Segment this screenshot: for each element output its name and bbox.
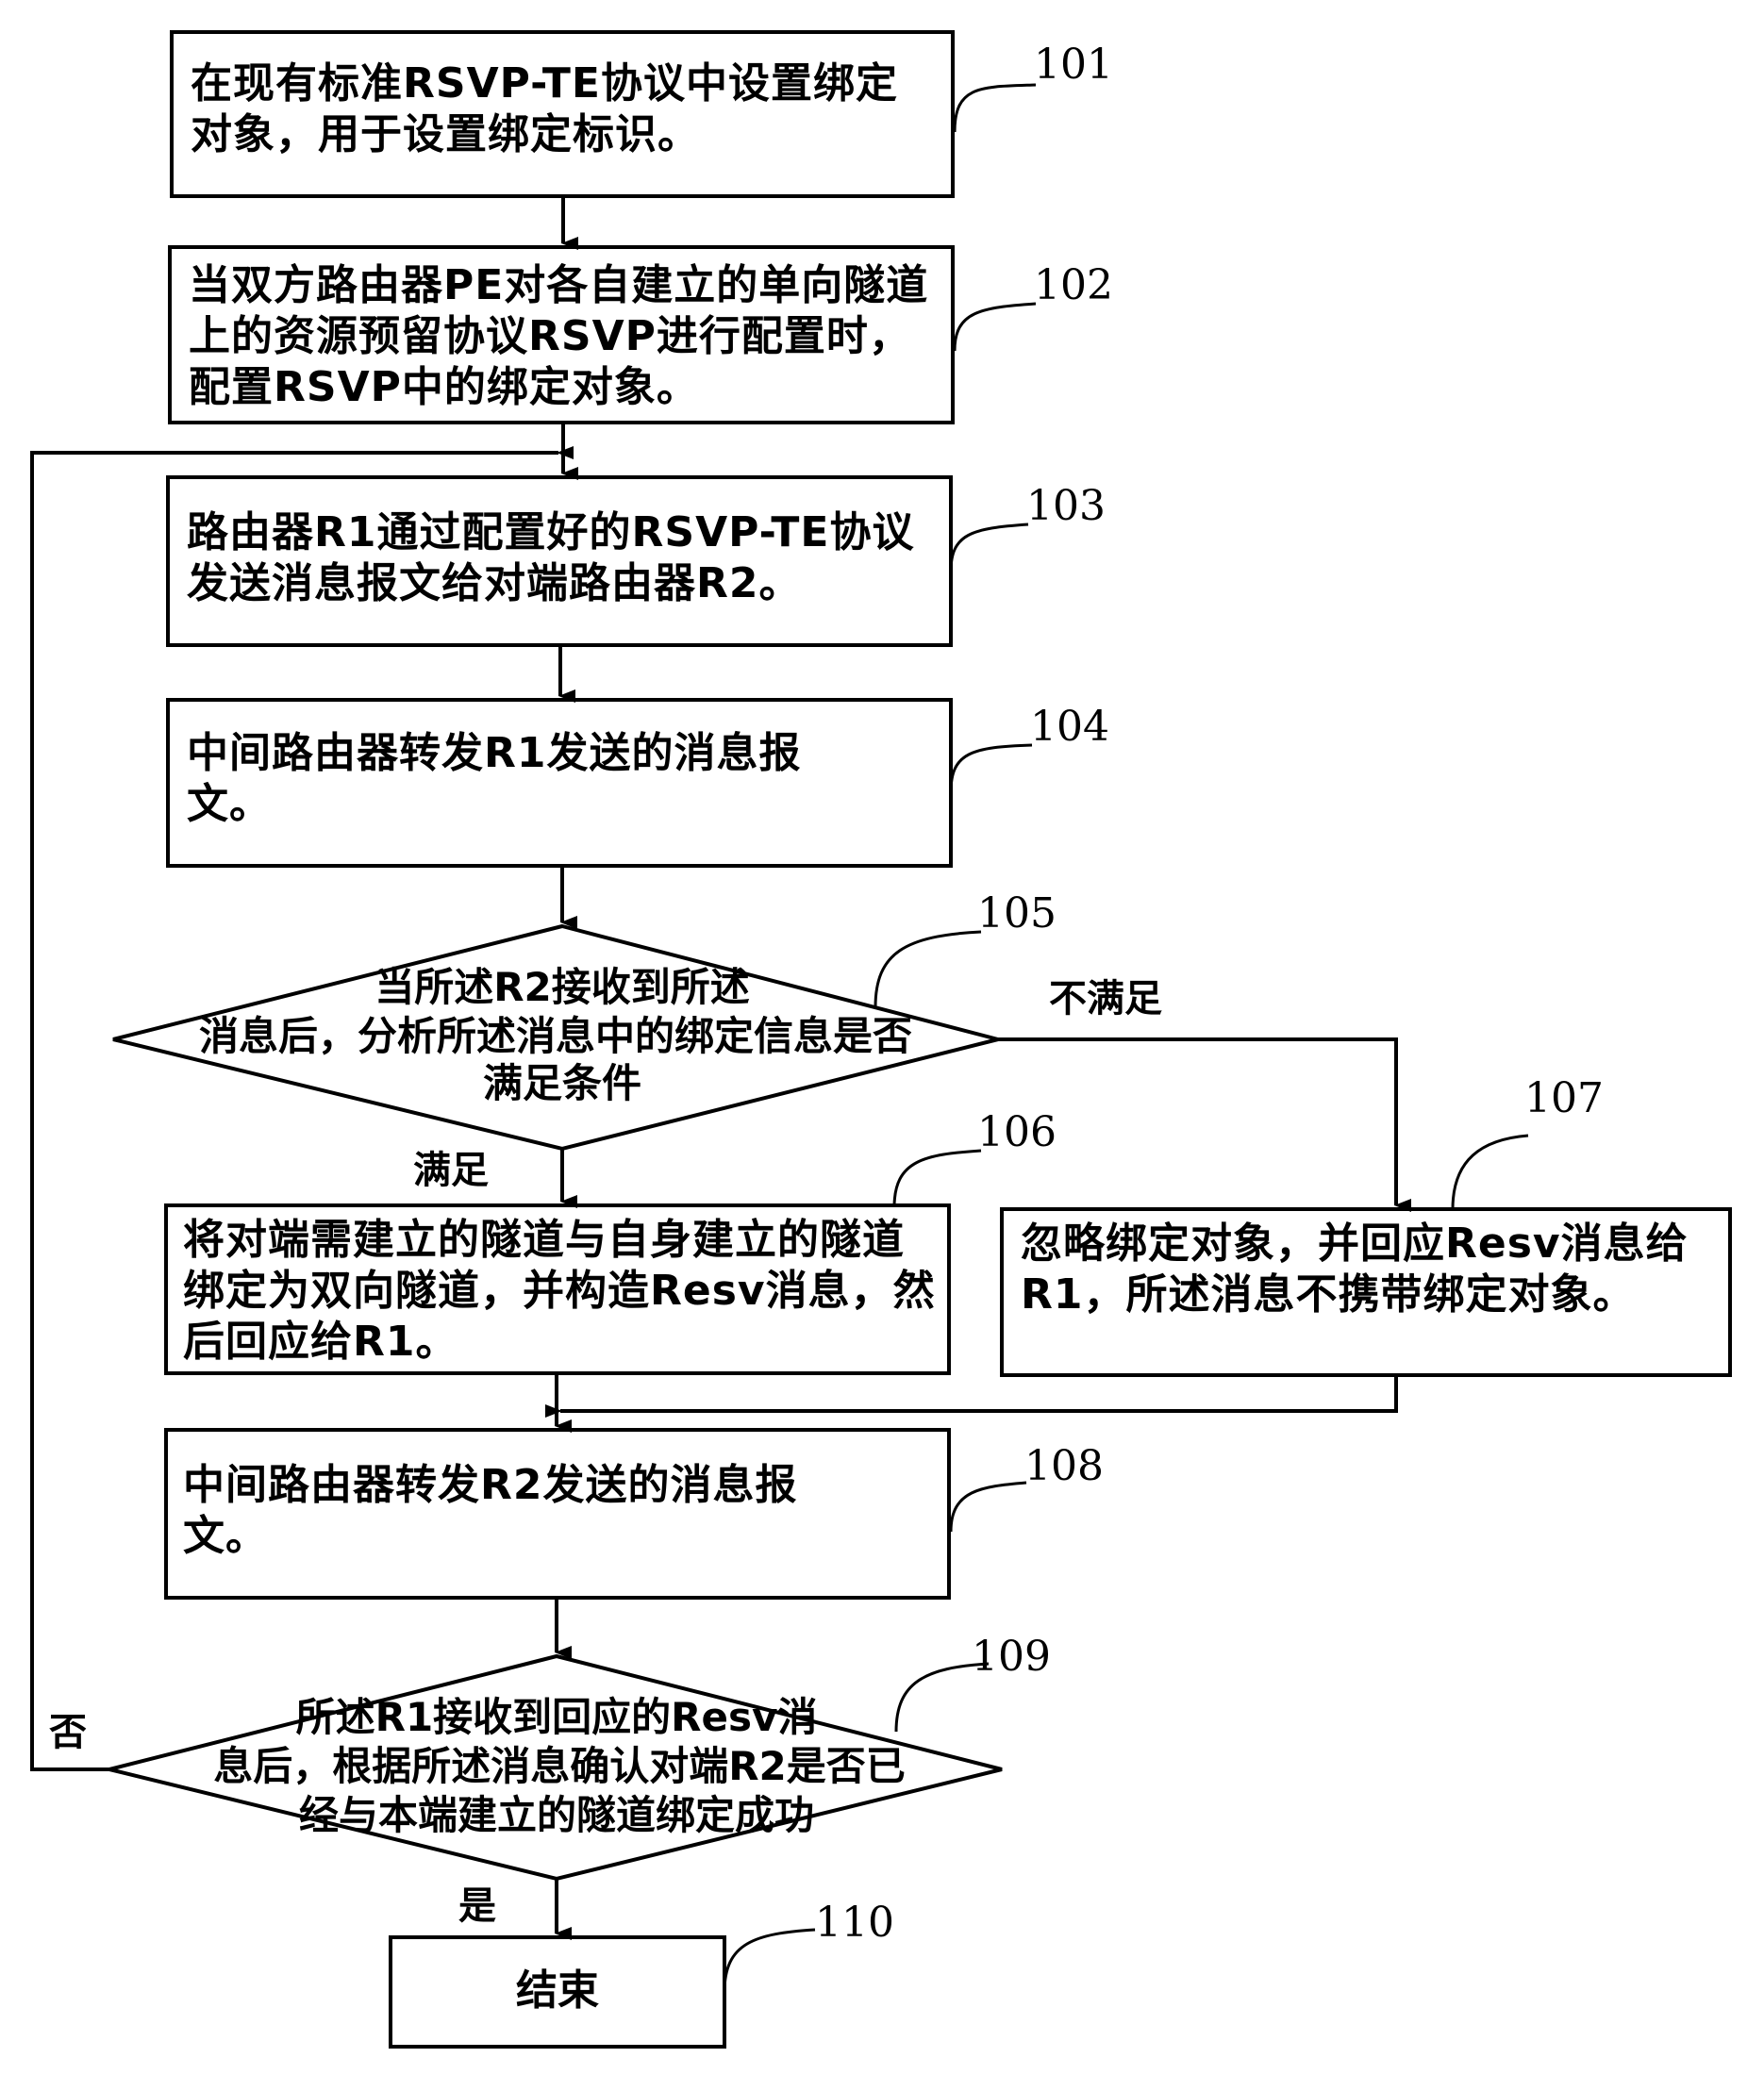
ref-104: 104 <box>1030 703 1109 751</box>
ref-103: 103 <box>1026 482 1106 530</box>
step-110-text: 结束 <box>516 1967 599 2015</box>
ref-108: 108 <box>1024 1442 1104 1490</box>
decision-105-line-1: 当所述R2接收到所述 <box>374 964 750 1010</box>
step-103-text: 路由器R1通过配置好的RSVP-TE协议发送消息报文给对端路由器R2。 <box>187 508 915 607</box>
step-104-text: 中间路由器转发R1发送的消息报文。 <box>187 729 802 828</box>
ref-102: 102 <box>1034 261 1113 309</box>
ref-109: 109 <box>972 1633 1051 1681</box>
decision-109-line-3: 经与本端建立的隧道绑定成功 <box>298 1792 814 1838</box>
decision-105-line-2: 消息后，分析所述消息中的绑定信息是否 <box>198 1013 912 1059</box>
step-101-text: 在现有标准RSVP-TE协议中设置绑定对象，用于设置绑定标识。 <box>191 59 898 158</box>
step-108-text: 中间路由器转发R2发送的消息报文。 <box>183 1461 798 1560</box>
ref-105: 105 <box>977 889 1057 938</box>
decision-109-line-2: 息后，根据所述消息确认对端R2是否已 <box>213 1743 906 1789</box>
step-107-text: 忽略绑定对象，并回应Resv消息给R1，所述消息不携带绑定对象。 <box>1021 1220 1689 1319</box>
ref-106: 106 <box>977 1108 1057 1156</box>
box-107 <box>1000 1207 1732 1377</box>
ref-101: 101 <box>1034 41 1113 89</box>
step-106-text: 将对端需建立的隧道与自身建立的隧道绑定为双向隧道，并构造Resv消息，然后回应给… <box>183 1216 936 1366</box>
label-yes: 是 <box>458 1884 496 1928</box>
label-not-satisfied: 不满足 <box>1049 977 1162 1021</box>
ref-110: 110 <box>815 1899 894 1947</box>
step-102-text: 当双方路由器PE对各自建立的单向隧道上的资源预留协议RSVP进行配置时，配置RS… <box>189 261 929 411</box>
label-no: 否 <box>49 1711 87 1754</box>
decision-109-line-1: 所述R1接收到回应的Resv消 <box>295 1694 818 1740</box>
label-satisfied: 满足 <box>413 1149 489 1192</box>
ref-107: 107 <box>1524 1074 1604 1122</box>
decision-105-line-3: 满足条件 <box>482 1060 641 1106</box>
